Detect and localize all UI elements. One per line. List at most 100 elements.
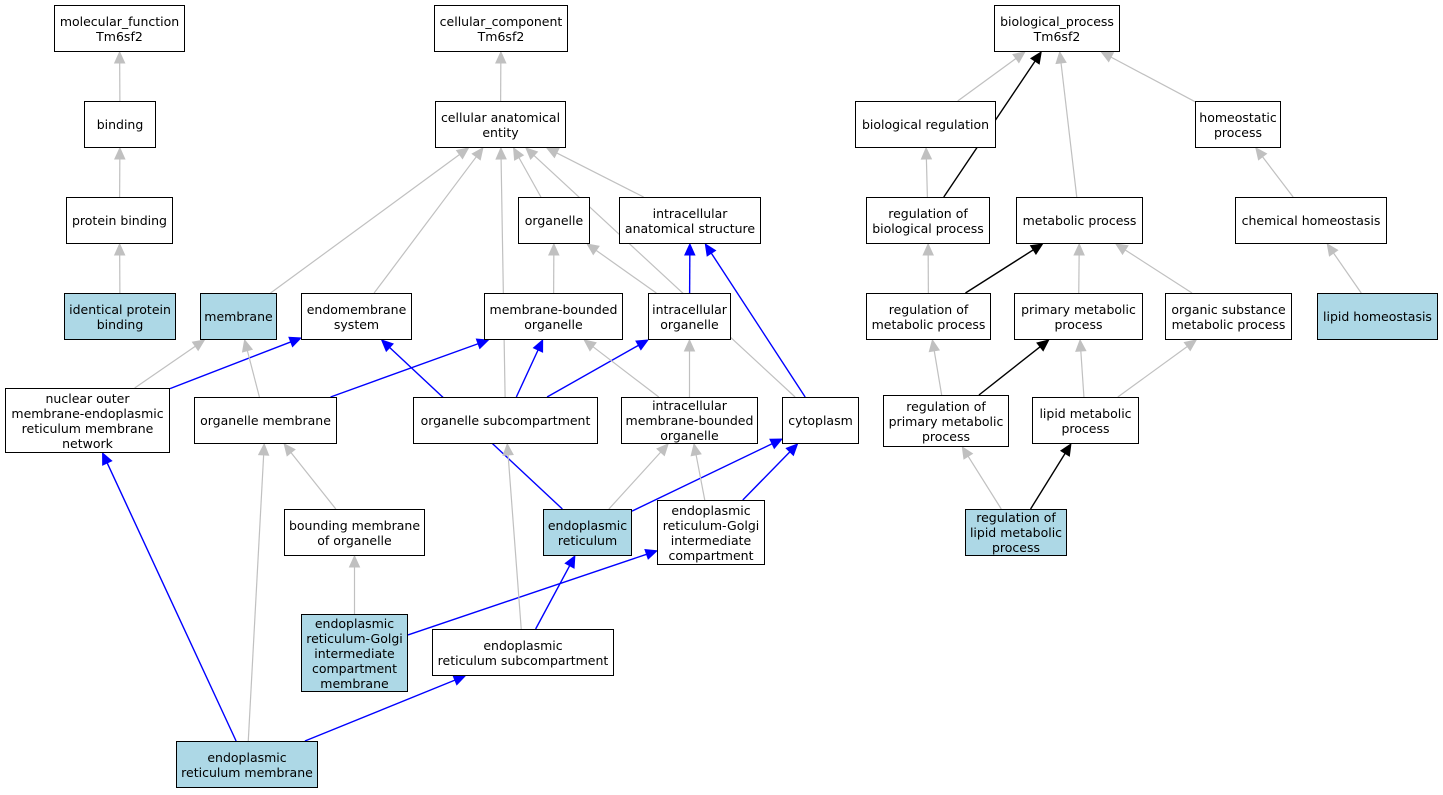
arrowhead-organelle_subcompartment-to-cellular_anatomical_entity [495, 146, 507, 160]
node-organelle-subcompartment[interactable]: organelle subcompartment [413, 397, 598, 444]
node-er-membrane[interactable]: endoplasmic reticulum membrane [176, 741, 318, 788]
node-er-subcompartment[interactable]: endoplasmic reticulum subcompartment [432, 629, 614, 676]
edge-organic_substance_metabolic_process-to-metabolic_process [1124, 249, 1193, 294]
node-biological-regulation[interactable]: biological regulation [855, 101, 996, 148]
edge-cytoplasm-to-intracellular_anatomical_structure [710, 252, 806, 398]
arrowhead-endomembrane_system-to-cellular_anatomical_entity [471, 147, 484, 161]
arrowhead-nuclear_outer_membrane-to-membrane [191, 339, 206, 352]
edge-membrane-to-cellular_anatomical_entity [270, 154, 460, 294]
node-regulation-of-primary-metabolic-process[interactable]: regulation of primary metabolic process [883, 395, 1009, 447]
edge-organelle_membrane-to-membrane [246, 350, 260, 398]
edge-organelle_subcompartment-to-membrane_bounded_organelle [515, 349, 539, 398]
edge-organelle_subcompartment-to-intracellular_organelle [546, 344, 639, 398]
node-er-golgi-intermediate-compartment[interactable]: endoplasmic reticulum-Golgi intermediate… [657, 500, 765, 565]
edge-ergic-to-cytoplasm [742, 451, 791, 501]
edge-nuclear_outer_membrane-to-endomembrane_system [169, 341, 291, 390]
arrowhead-er_membrane-to-organelle_membrane [257, 442, 270, 456]
node-binding[interactable]: binding [84, 101, 156, 148]
edge-endoplasmic_reticulum-to-cytoplasm [631, 443, 773, 512]
arrowhead-homeostatic_process-to-bp_root [1100, 51, 1115, 63]
arrowhead-er_subcompartment-to-organelle_subcompartment [502, 442, 514, 456]
arrowhead-membrane_bounded_organelle-to-organelle [548, 242, 560, 256]
edge-organelle-to-cellular_anatomical_entity [518, 157, 542, 198]
edge-bounding_membrane-to-organelle_membrane [290, 452, 337, 510]
node-nuclear-outer-membrane-er-network[interactable]: nuclear outer membrane-endoplasmic retic… [5, 388, 170, 453]
node-endomembrane-system[interactable]: endomembrane system [301, 293, 412, 340]
arrowhead-regulation_of_primary_metabolic_process-to-regulation_of_metabolic_process [928, 338, 941, 353]
arrowhead-ergic_membrane-to-ergic [644, 548, 659, 560]
node-membrane[interactable]: membrane [200, 293, 277, 340]
node-chemical-homeostasis[interactable]: chemical homeostasis [1235, 197, 1387, 244]
node-identical-protein-binding[interactable]: identical protein binding [64, 293, 176, 340]
arrowhead-regulation_of_biological_process-to-biological_regulation [920, 146, 933, 160]
edge-organelle_membrane-to-membrane_bounded_organelle [330, 343, 479, 398]
node-regulation-of-metabolic-process[interactable]: regulation of metabolic process [866, 293, 991, 340]
node-bounding-membrane-of-organelle[interactable]: bounding membrane of organelle [284, 509, 425, 556]
arrowhead-endoplasmic_reticulum-to-intracellular_mb_organelle [656, 443, 669, 457]
edge-homeostatic_process-to-bp_root [1110, 56, 1196, 103]
node-intracellular-membrane-bounded-organelle[interactable]: intracellular membrane-bounded organelle [621, 397, 758, 444]
node-organelle-membrane[interactable]: organelle membrane [194, 397, 337, 444]
node-organic-substance-metabolic-process[interactable]: organic substance metabolic process [1165, 293, 1292, 340]
node-lipid-homeostasis[interactable]: lipid homeostasis [1317, 293, 1438, 340]
edge-ergic_membrane-to-ergic [407, 553, 647, 636]
node-membrane-bounded-organelle[interactable]: membrane-bounded organelle [484, 293, 623, 340]
arrowhead-regulation_of_metabolic_process-to-metabolic_process [1029, 243, 1044, 256]
arrowhead-organelle_subcompartment-to-intracellular_organelle [635, 339, 650, 351]
arrowhead-intracellular_mb_organelle-to-membrane_bounded_organelle [583, 339, 597, 352]
node-intracellular-organelle[interactable]: intracellular organelle [648, 293, 731, 340]
arrowhead-intracellular_organelle-to-intracellular_anatomical_structure [684, 242, 696, 256]
arrowhead-cytoplasm-to-intracellular_anatomical_structure [704, 242, 717, 257]
node-organelle[interactable]: organelle [518, 197, 590, 244]
arrowhead-organic_substance_metabolic_process-to-metabolic_process [1114, 243, 1129, 256]
edge-regulation_of_biological_process-to-biological_regulation [925, 158, 928, 198]
edge-organelle_subcompartment-to-cellular_anatomical_entity [500, 158, 506, 398]
arrowhead-lipid_metabolic_process-to-organic_substance_metabolic_process [1183, 339, 1198, 352]
arrowhead-membrane-to-cellular_anatomical_entity [455, 147, 470, 160]
node-cellular-component-root[interactable]: cellular_component Tm6sf2 [434, 5, 568, 52]
arrowhead-nuclear_outer_membrane-to-endomembrane_system [288, 336, 303, 348]
arrowhead-regulation_of_primary_metabolic_process-to-primary_metabolic_process [1036, 339, 1050, 352]
arrowhead-ergic-to-cytoplasm [785, 443, 799, 457]
node-cytoplasm[interactable]: cytoplasm [782, 397, 859, 444]
edge-intracellular_anatomical_structure-to-cellular_anatomical_entity [556, 152, 644, 198]
edge-er_membrane-to-nuclear_outer_membrane [106, 462, 237, 742]
edge-regulation_of_metabolic_process-to-metabolic_process [965, 249, 1034, 294]
node-endoplasmic-reticulum[interactable]: endoplasmic reticulum [543, 509, 632, 556]
arrowhead-regulation_of_metabolic_process-to-regulation_of_biological_process [922, 242, 934, 256]
node-cellular-anatomical-entity[interactable]: cellular anatomical entity [435, 101, 566, 148]
edge-intracellular_mb_organelle-to-membrane_bounded_organelle [592, 346, 660, 398]
edge-lipid_metabolic_process-to-primary_metabolic_process [1080, 350, 1085, 398]
node-homeostatic-process[interactable]: homeostatic process [1195, 101, 1281, 148]
node-er-golgi-intermediate-compartment-membrane[interactable]: endoplasmic reticulum-Golgi intermediate… [301, 614, 408, 692]
node-metabolic-process[interactable]: metabolic process [1016, 197, 1143, 244]
node-molecular-function-root[interactable]: molecular_function Tm6sf2 [54, 5, 185, 52]
arrowhead-lipid_homeostasis-to-chemical_homeostasis [1326, 243, 1339, 257]
arrowhead-bounding_membrane-to-organelle_membrane [283, 443, 296, 457]
edge-er_membrane-to-er_subcompartment [304, 679, 456, 742]
edge-nuclear_outer_membrane-to-membrane [134, 345, 196, 389]
node-biological-process-root[interactable]: biological_process Tm6sf2 [994, 5, 1120, 52]
edge-lipid_metabolic_process-to-organic_substance_metabolic_process [1117, 345, 1188, 398]
arrowhead-endoplasmic_reticulum-to-cytoplasm [769, 438, 784, 450]
edge-endomembrane_system-to-cellular_anatomical_entity [373, 156, 477, 294]
arrowhead-intracellular_organelle-to-organelle [586, 243, 600, 256]
arrowhead-biological_regulation-to-bp_root [1012, 51, 1026, 64]
edge-er_membrane-to-organelle_membrane [247, 454, 265, 742]
edge-regulation_of_primary_metabolic_process-to-regulation_of_metabolic_process [933, 350, 943, 396]
arrowhead-lipid_metabolic_process-to-primary_metabolic_process [1075, 338, 1087, 352]
node-intracellular-anatomical-structure[interactable]: intracellular anatomical structure [619, 197, 761, 244]
node-regulation-of-lipid-metabolic-process[interactable]: regulation of lipid metabolic process [965, 509, 1067, 556]
arrowhead-cytoplasm-to-cellular_anatomical_entity [525, 147, 539, 161]
node-lipid-metabolic-process[interactable]: lipid metabolic process [1032, 397, 1139, 444]
arrowhead-intracellular_anatomical_structure-to-cellular_anatomical_entity [545, 147, 560, 159]
edge-regulation_of_primary_metabolic_process-to-primary_metabolic_process [978, 346, 1041, 396]
edge-chemical_homeostasis-to-homeostatic_process [1262, 156, 1294, 198]
node-protein-binding[interactable]: protein binding [66, 197, 173, 244]
node-primary-metabolic-process[interactable]: primary metabolic process [1014, 293, 1143, 340]
edge-intracellular_organelle-to-organelle [595, 249, 657, 294]
arrowhead-intracellular_mb_organelle-to-intracellular_organelle [683, 338, 696, 352]
node-regulation-of-biological-process[interactable]: regulation of biological process [866, 197, 990, 244]
arrowhead-regulation_of_lipid_metabolic_process-to-regulation_of_primary_metabolic_process [961, 445, 974, 460]
edge-biological_regulation-to-bp_root [957, 58, 1017, 102]
